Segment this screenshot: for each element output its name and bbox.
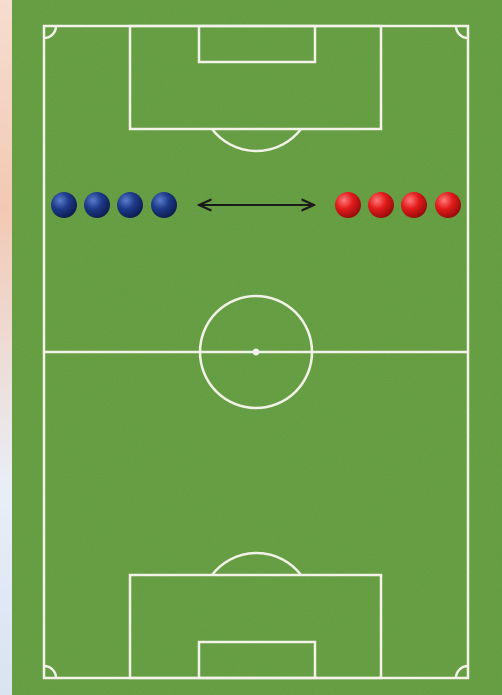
centre-spot [253, 349, 260, 356]
blue-player [117, 192, 143, 218]
blue-player [51, 192, 77, 218]
red-player [335, 192, 361, 218]
blue-player [151, 192, 177, 218]
red-player [435, 192, 461, 218]
red-player [368, 192, 394, 218]
blue-player [84, 192, 110, 218]
red-player [401, 192, 427, 218]
grass-texture [12, 0, 502, 695]
